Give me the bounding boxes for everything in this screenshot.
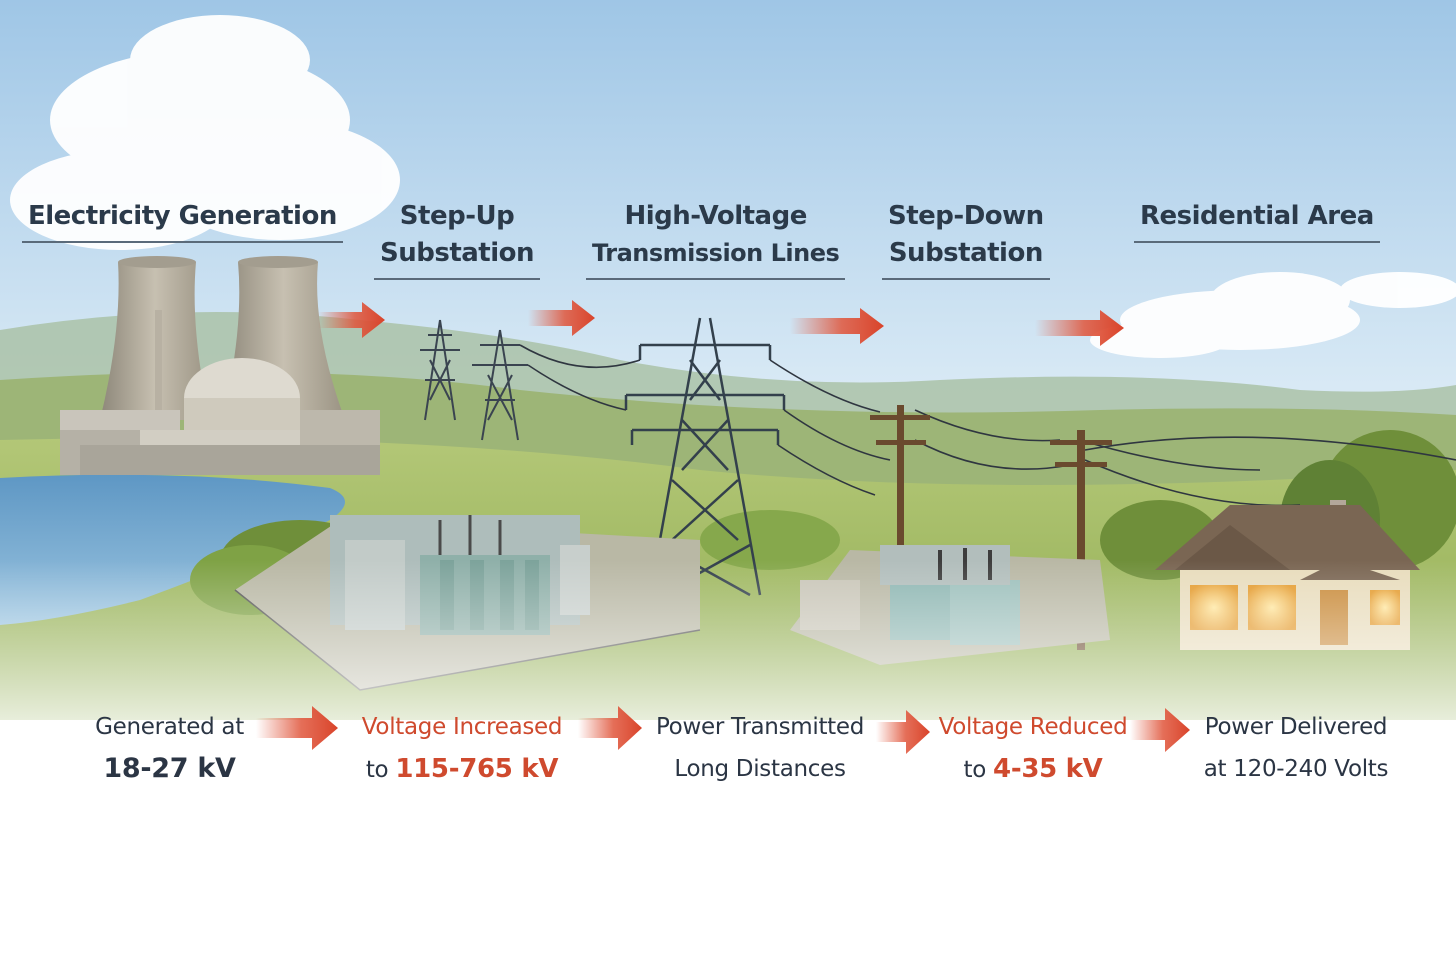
caption-step-down: Voltage Reduced to 4-35 kV <box>924 706 1142 791</box>
caption-residential: Power Delivered at 120-240 Volts <box>1186 706 1406 790</box>
caption-prefix: to <box>963 757 994 783</box>
caption-step-up: Voltage Increased to 115-765 kV <box>338 706 586 791</box>
utility-poles <box>870 405 1112 650</box>
stage-title-line1: Electricity Generation <box>28 201 337 231</box>
stage-title-step-up: Step-Up Substation <box>374 198 541 280</box>
step-up-towers <box>420 319 528 441</box>
caption-line1: Generated at <box>95 714 244 740</box>
stage-title-line2: Substation <box>380 238 535 268</box>
bottom-fade <box>0 560 1456 971</box>
caption-generation: Generated at 18-27 kV <box>72 706 267 790</box>
stage-title-line1: Residential Area <box>1140 201 1374 231</box>
stage-title-line1: High-Voltage <box>624 201 807 231</box>
caption-value: 115-765 kV <box>395 754 559 784</box>
caption-line1: Voltage Reduced <box>938 714 1128 740</box>
caption-value: 18-27 kV <box>103 753 236 784</box>
caption-value: Long Distances <box>674 756 846 782</box>
caption-line1: Power Transmitted <box>655 714 865 740</box>
clouds <box>10 15 1456 358</box>
caption-value: 4-35 kV <box>993 754 1103 784</box>
stage-title-line2: Transmission Lines <box>592 239 840 267</box>
stage-title-line1: Step-Down <box>888 201 1044 231</box>
nuclear-plant <box>60 256 380 475</box>
stage-title-generation: Electricity Generation <box>22 198 343 243</box>
stage-title-line2: Substation <box>888 238 1044 268</box>
stage-title-line1: Step-Up <box>399 201 515 231</box>
caption-value: at 120-240 Volts <box>1203 756 1389 782</box>
stage-title-residential: Residential Area <box>1134 198 1380 243</box>
bottom-arrows <box>256 706 1190 754</box>
stage-title-transmission: High-Voltage Transmission Lines <box>586 198 846 280</box>
caption-transmission: Power Transmitted Long Distances <box>642 706 878 790</box>
top-arrows <box>318 300 1124 346</box>
caption-line1: Voltage Increased <box>361 714 563 740</box>
caption-prefix: to <box>365 757 396 783</box>
stage-title-step-down: Step-Down Substation <box>882 198 1050 280</box>
caption-line1: Power Delivered <box>1204 714 1388 740</box>
